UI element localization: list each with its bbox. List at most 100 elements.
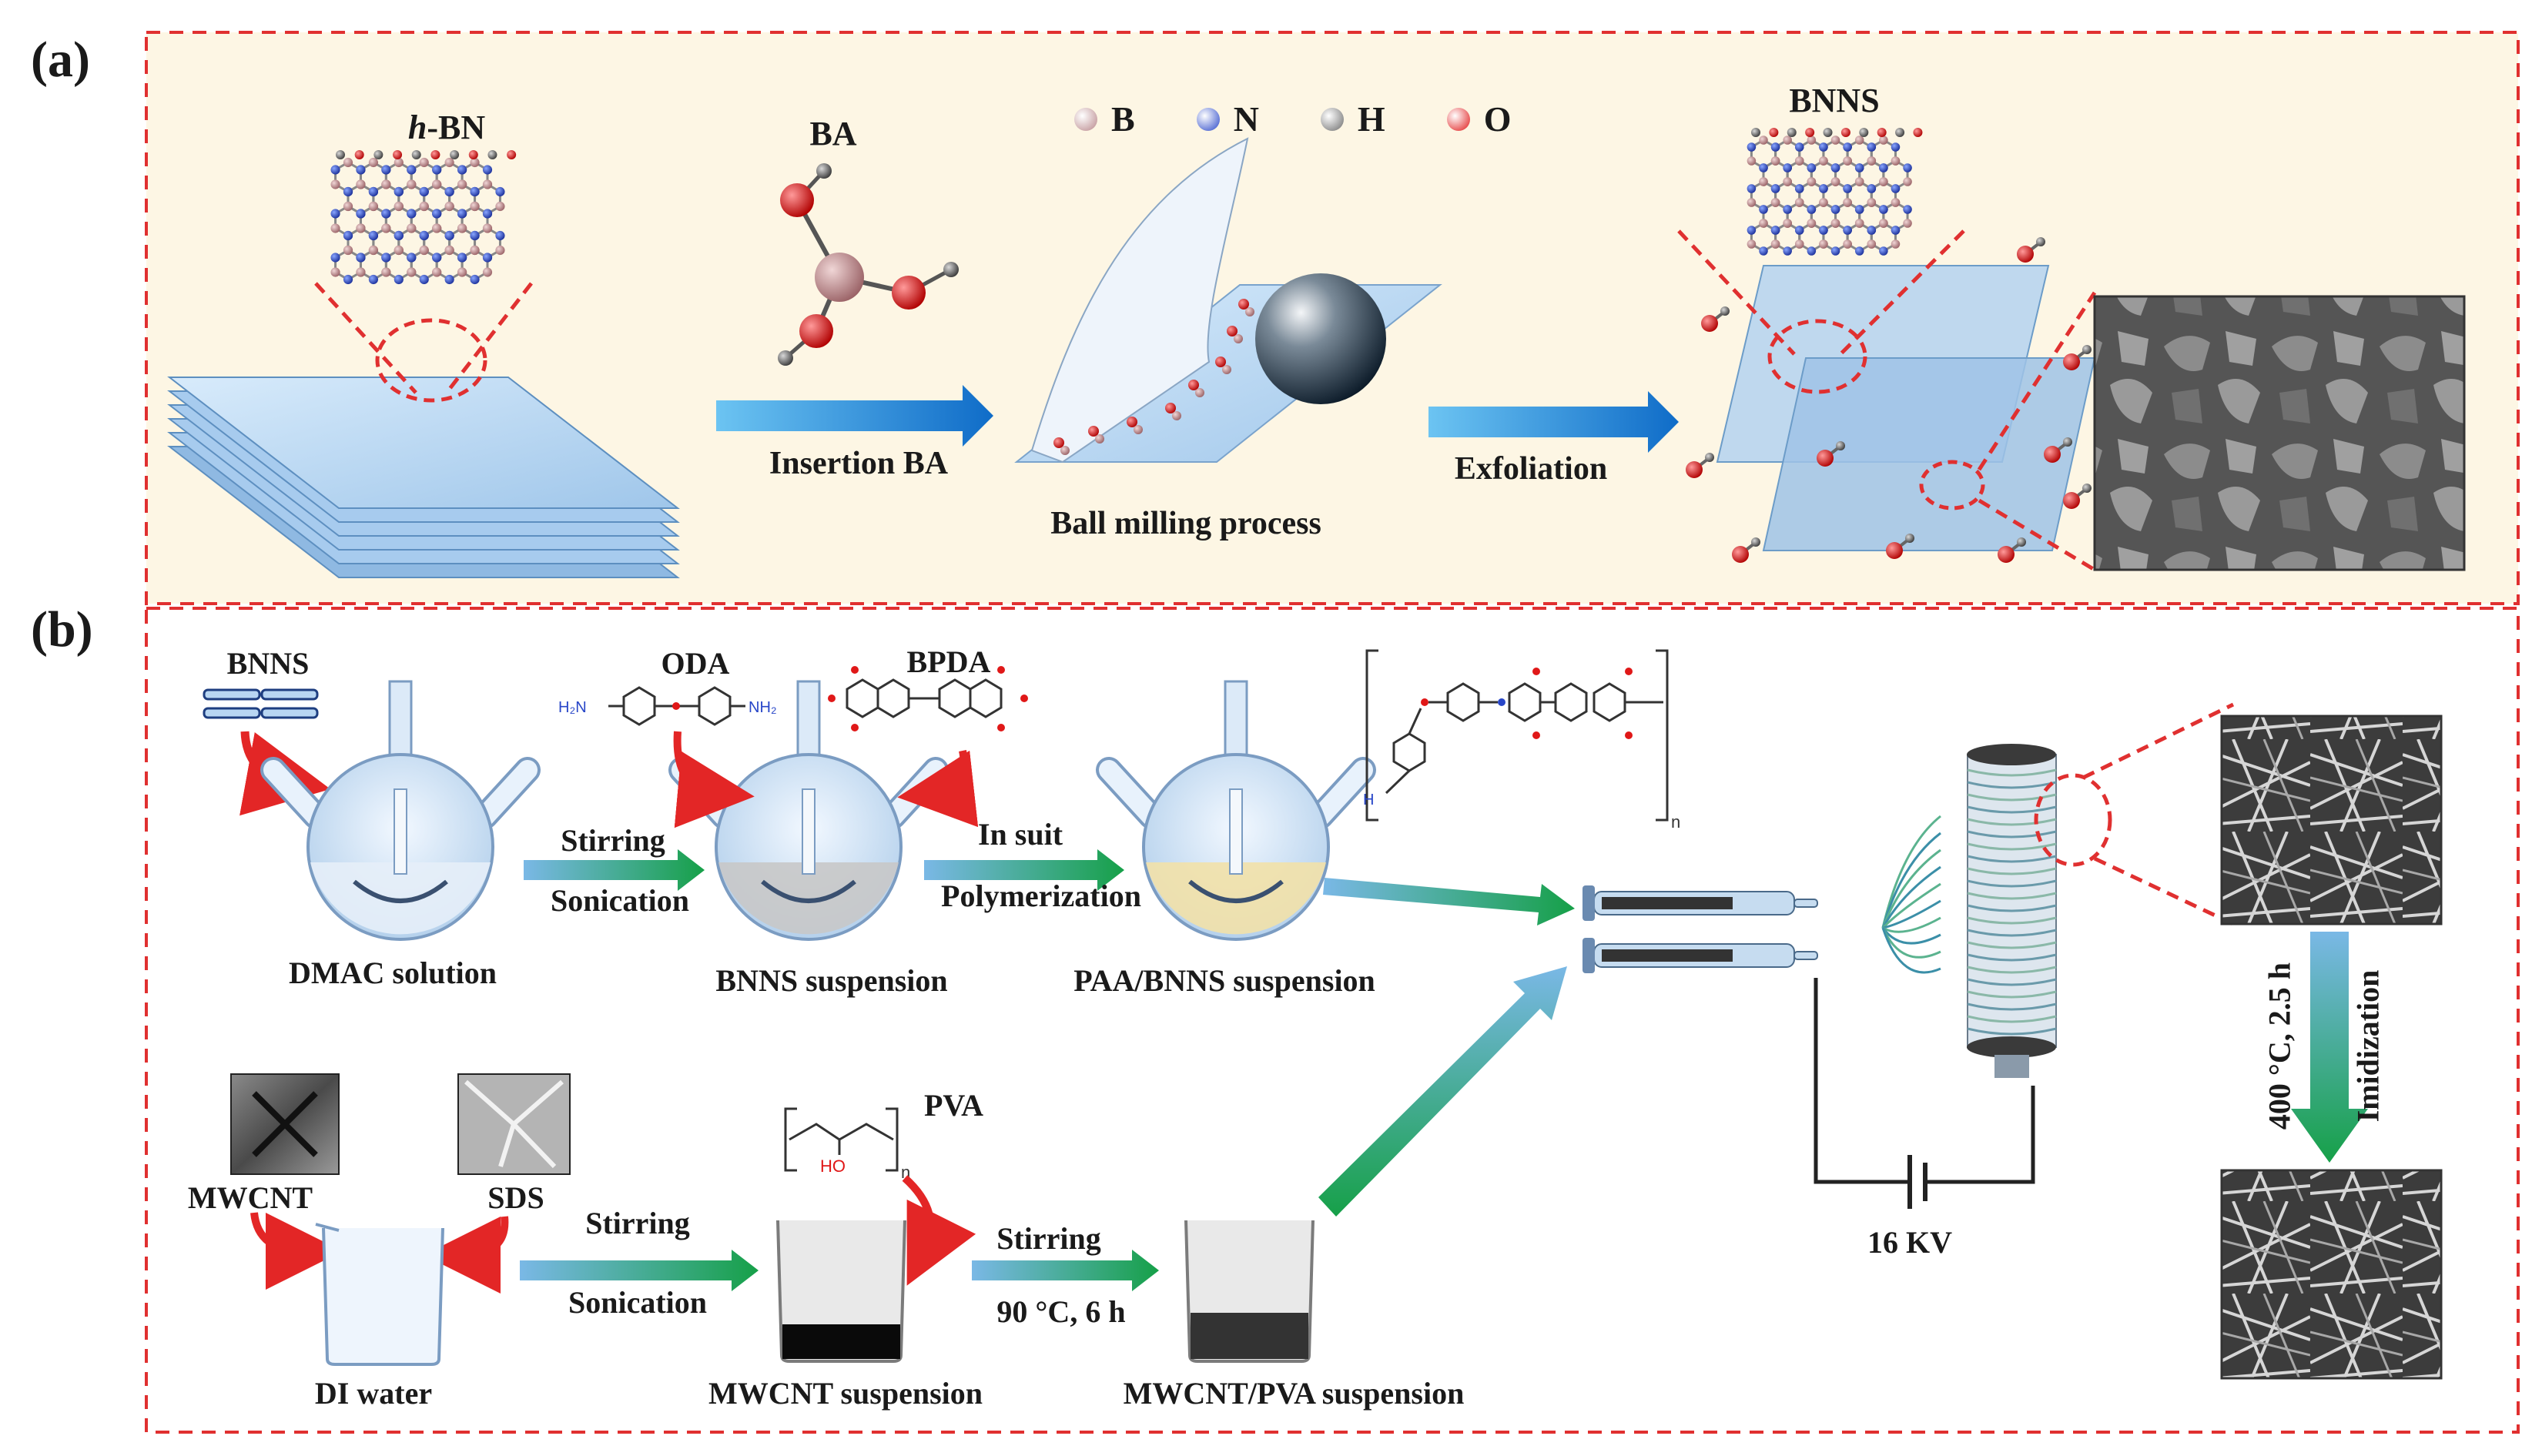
sds-thumbnail-detail — [464, 1079, 564, 1169]
legend-symbol: B — [1111, 99, 1135, 139]
mwcnt-label: MWCNT — [187, 1180, 313, 1215]
sem-image-pi-fibers-top — [2220, 715, 2443, 925]
bnns-label-b: BNNS — [226, 646, 310, 681]
drum-collector — [1967, 744, 2057, 1078]
insertion-ba-label: Insertion BA — [769, 446, 949, 481]
bnns-sheets — [1686, 237, 2096, 563]
sonication-label-2: Sonication — [568, 1285, 708, 1320]
bnns-sem-zoom-lines — [1977, 291, 2097, 572]
pva-ho-label: HO — [820, 1156, 846, 1176]
legend-item-h: H — [1320, 99, 1385, 139]
panel-b-box — [145, 607, 2520, 1434]
bnns-lattice — [1747, 128, 1923, 256]
bnns-sem-zoom-circle — [1919, 460, 1985, 510]
hbn-zoom-circle — [375, 318, 487, 403]
curved-arrow-pva — [902, 1175, 976, 1286]
stirring-label-1: Stirring — [561, 823, 665, 858]
imidization-label: Imidization — [2350, 969, 2386, 1123]
mwcnt-pva-label: MWCNT/PVA suspension — [1123, 1376, 1465, 1411]
flask-paa-bnns — [1096, 680, 1376, 941]
sem-image-bnns — [2093, 295, 2466, 571]
bpda-label: BPDA — [906, 644, 991, 679]
ball-milling-graphic — [1014, 137, 1442, 464]
legend-dot-b — [1074, 107, 1097, 131]
panel-a-label: (a) — [31, 32, 90, 88]
drum-zoom-circle — [2034, 773, 2112, 867]
legend-item-o: O — [1446, 99, 1512, 139]
curved-arrow-sds — [424, 1216, 509, 1294]
boric-acid-molecule — [778, 163, 959, 366]
oda-structure — [608, 686, 745, 726]
paa-bnns-label: PAA/BNNS suspension — [1073, 963, 1375, 998]
beaker-di-water — [315, 1223, 444, 1366]
hbn-label: h-BN — [408, 108, 485, 147]
sonication-label-1: Sonication — [550, 883, 690, 918]
pi-repeat-unit — [1365, 649, 1669, 822]
exfoliation-label: Exfoliation — [1454, 451, 1608, 487]
legend-dot-h — [1320, 107, 1344, 131]
curved-arrow-oda — [673, 731, 755, 828]
sds-label: SDS — [487, 1180, 544, 1215]
sem-image-pi-fibers-bottom — [2220, 1169, 2443, 1380]
flask-dmac — [260, 680, 541, 941]
arrow-stirring-90c — [972, 1250, 1159, 1291]
mwcnt-suspension-label: MWCNT suspension — [708, 1376, 983, 1411]
mwcnt-thumbnail-detail — [252, 1091, 318, 1157]
bnns-mini-sheets — [203, 688, 319, 719]
electrospinning-jets — [1881, 815, 1941, 974]
in-suit-label: In suit — [977, 817, 1063, 852]
arrow-pva-to-syringe — [1318, 966, 1567, 1217]
dmac-label: DMAC solution — [288, 956, 497, 990]
temperature-time-label: 90 °C, 6 h — [996, 1294, 1126, 1329]
bnns-suspension-label: BNNS suspension — [715, 963, 948, 998]
stirring-label-2: Stirring — [585, 1206, 690, 1240]
legend-symbol: O — [1483, 99, 1512, 139]
pi-nh-h: H — [1363, 792, 1374, 808]
legend-item-b: B — [1074, 99, 1135, 139]
curved-arrow-mwcnt — [250, 1212, 343, 1290]
imidization-conditions-label: 400 °C, 2.5 h — [2262, 962, 2297, 1130]
beaker-mwcnt — [776, 1220, 906, 1363]
legend-symbol: H — [1357, 99, 1385, 139]
arrow-paa-to-syringe — [1323, 878, 1575, 925]
panel-b-label: (b) — [31, 601, 93, 658]
oda-nh2-left: H₂N — [558, 699, 587, 716]
ball-milling-label: Ball milling process — [1050, 506, 1321, 541]
legend-symbol: N — [1233, 99, 1259, 139]
drum-zoom-lines — [2082, 702, 2235, 926]
polymerization-label: Polymerization — [941, 879, 1141, 913]
arrow-stirring-sonication-1 — [524, 849, 705, 891]
syringes — [1582, 885, 1818, 973]
hbn-label-suffix: -BN — [427, 109, 486, 146]
voltage-label: 16 KV — [1867, 1225, 1952, 1260]
ba-label: BA — [809, 115, 857, 152]
imidization-arrow — [2291, 932, 2368, 1163]
hbn-zoom-lines — [314, 282, 533, 394]
voltage-circuit — [1814, 978, 2035, 1184]
bpda-structure — [828, 666, 1028, 731]
exfoliation-arrow — [1428, 391, 1679, 453]
hbn-lattice — [330, 150, 517, 285]
oda-label: ODA — [661, 646, 730, 681]
bnns-label-a: BNNS — [1789, 82, 1880, 119]
beaker-mwcnt-pva — [1184, 1220, 1315, 1363]
bnns-zoom-circle — [1767, 319, 1867, 394]
pva-label: PVA — [924, 1088, 984, 1123]
stirring-label-3: Stirring — [996, 1221, 1101, 1256]
oda-nh2-right: NH₂ — [749, 699, 777, 716]
bnns-zoom-lines — [1677, 229, 1965, 356]
hbn-label-italic: h — [407, 109, 427, 146]
legend-item-n: N — [1196, 99, 1259, 139]
hbn-stacked-sheets — [167, 377, 680, 578]
legend-dot-n — [1196, 107, 1220, 131]
pva-structure — [784, 1107, 899, 1172]
arrow-stirring-sonication-2 — [520, 1250, 759, 1291]
curved-arrow-bpda — [897, 750, 979, 828]
di-water-label: DI water — [314, 1376, 433, 1411]
legend-dot-o — [1446, 107, 1470, 131]
arrow-in-suit — [924, 849, 1124, 891]
pi-subscript-n: n — [1671, 812, 1680, 832]
insertion-arrow — [716, 385, 993, 447]
